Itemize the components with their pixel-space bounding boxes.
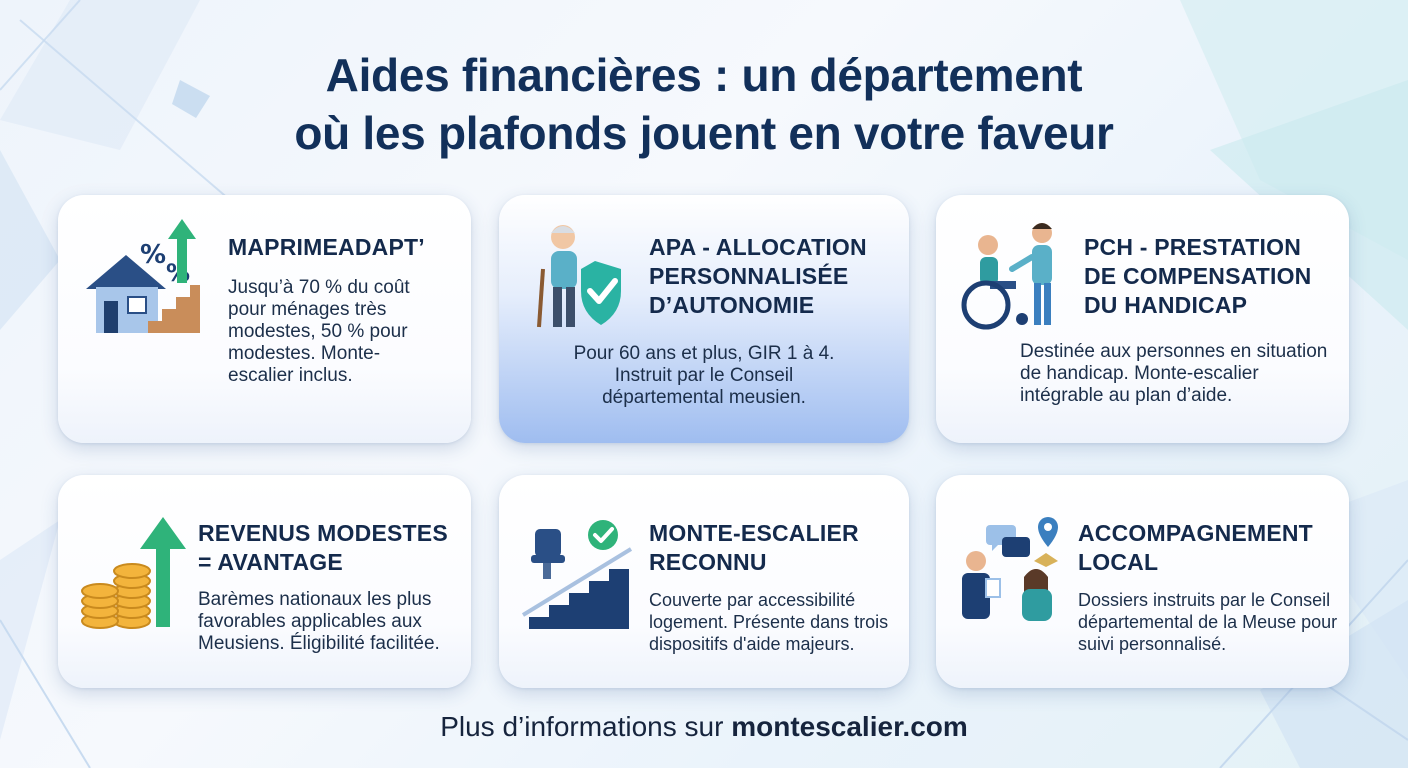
card-accompagnement-local: ACCOMPAGNEMENT LOCAL Dossiers instruits …	[936, 475, 1349, 688]
card-title: PCH - PRESTATION DE COMPENSATION DU HAND…	[1084, 234, 1312, 318]
coins-arrow-icon	[81, 517, 186, 629]
card-title: MAPRIMEADAPT’	[228, 234, 425, 260]
card-apa: APA - ALLOCATION PERSONNALISÉE D’AUTONOM…	[499, 195, 909, 443]
card-title: ACCOMPAGNEMENT LOCAL	[1078, 520, 1313, 575]
card-title: REVENUS MODESTES = AVANTAGE	[198, 520, 448, 575]
card-text: Couverte par accessibilité logement. Pré…	[649, 590, 889, 654]
card-text: Dossiers instruits par le Conseil départ…	[1078, 590, 1338, 654]
stairlift-check-icon	[521, 520, 633, 629]
card-text: Destinée aux personnes en situation de h…	[1020, 341, 1328, 406]
wheelchair-caregiver-icon	[961, 223, 1052, 330]
svg-text:%: %	[140, 240, 166, 270]
card-revenus-modestes: REVENUS MODESTES = AVANTAGE Barèmes nati…	[58, 475, 471, 688]
footer-site-link[interactable]: montescalier.com	[731, 711, 968, 742]
title-line-2: où les plafonds jouent en votre faveur	[294, 107, 1114, 159]
card-maprimeadapt: % % MAPRIMEADAPT’ Jusqu’à 70 % du coût p…	[58, 195, 471, 443]
card-pch: PCH - PRESTATION DE COMPENSATION DU HAND…	[936, 195, 1349, 443]
footer-prefix: Plus d’informations sur	[440, 711, 732, 742]
page-title: Aides financières : un département où le…	[0, 46, 1408, 162]
card-monte-escalier: MONTE-ESCALIER RECONNU Couverte par acce…	[499, 475, 909, 688]
card-title: MONTE-ESCALIER RECONNU	[649, 520, 859, 575]
footer-info: Plus d’informations sur montescalier.com	[0, 711, 1408, 743]
house-stairs-percent-icon: % %	[86, 219, 200, 333]
title-line-1: Aides financières : un département	[325, 49, 1083, 101]
card-title: APA - ALLOCATION PERSONNALISÉE D’AUTONOM…	[649, 234, 867, 318]
elderly-shield-icon	[537, 225, 621, 328]
advisor-chat-icon	[962, 517, 1058, 621]
card-text: Barèmes nationaux les plus favorables ap…	[198, 589, 440, 654]
card-text: Pour 60 ans et plus, GIR 1 à 4. Instruit…	[573, 343, 835, 408]
card-text: Jusqu’à 70 % du coût pour ménages très m…	[228, 277, 410, 386]
